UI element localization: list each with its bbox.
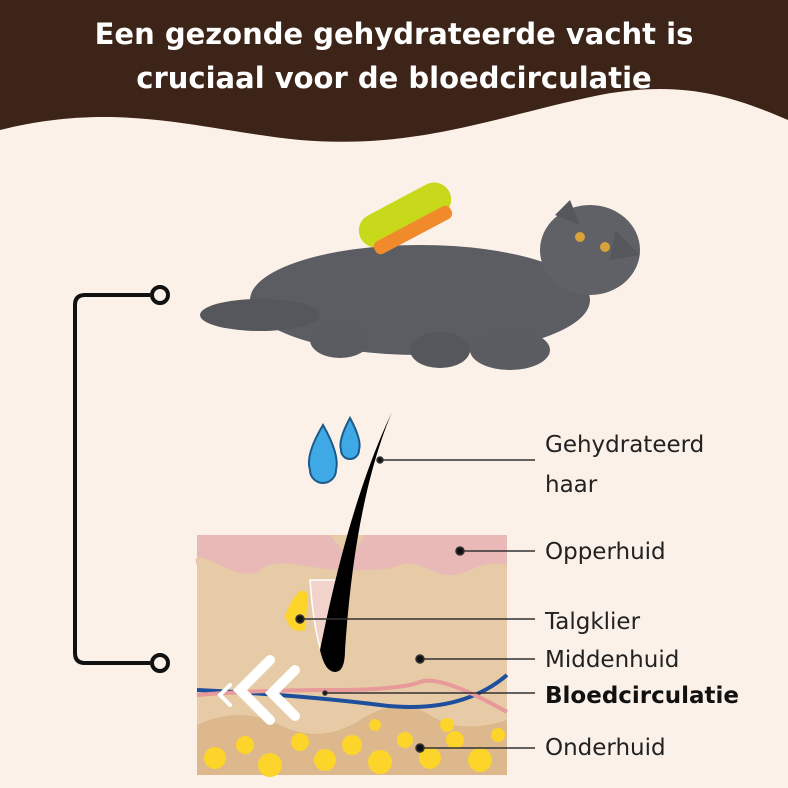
label-hypodermis: Onderhuid: [545, 735, 666, 761]
label-hydrated-hair: Gehydrateerd haar: [545, 425, 704, 505]
grooming-brush: [358, 182, 453, 255]
header-banner: [0, 0, 788, 142]
title-line-2: cruciaal voor de bloedcirculatie: [136, 61, 652, 95]
skin-diagram: [195, 412, 509, 777]
water-drops-icon: [307, 415, 361, 484]
page-title: Een gezonde gehydrateerde vacht is cruci…: [0, 12, 788, 100]
bracket-top-node: [150, 285, 170, 305]
bracket-connector: [73, 293, 150, 665]
hair-strand: [320, 412, 392, 672]
cat-illustration: [200, 200, 640, 370]
label-sebaceous-gland: Talgklier: [545, 609, 641, 635]
label-dermis: Middenhuid: [545, 647, 680, 673]
label-hydrated-hair-line1: Gehydrateerd: [545, 432, 705, 458]
flow-arrows-icon: [217, 655, 300, 725]
label-epidermis: Opperhuid: [545, 539, 666, 565]
label-blood-circulation: Bloedcirculatie: [545, 683, 740, 709]
label-hydrated-hair-line2: haar: [545, 472, 598, 498]
bracket-bottom-node: [150, 653, 170, 673]
title-line-1: Een gezonde gehydrateerde vacht is: [94, 17, 694, 51]
